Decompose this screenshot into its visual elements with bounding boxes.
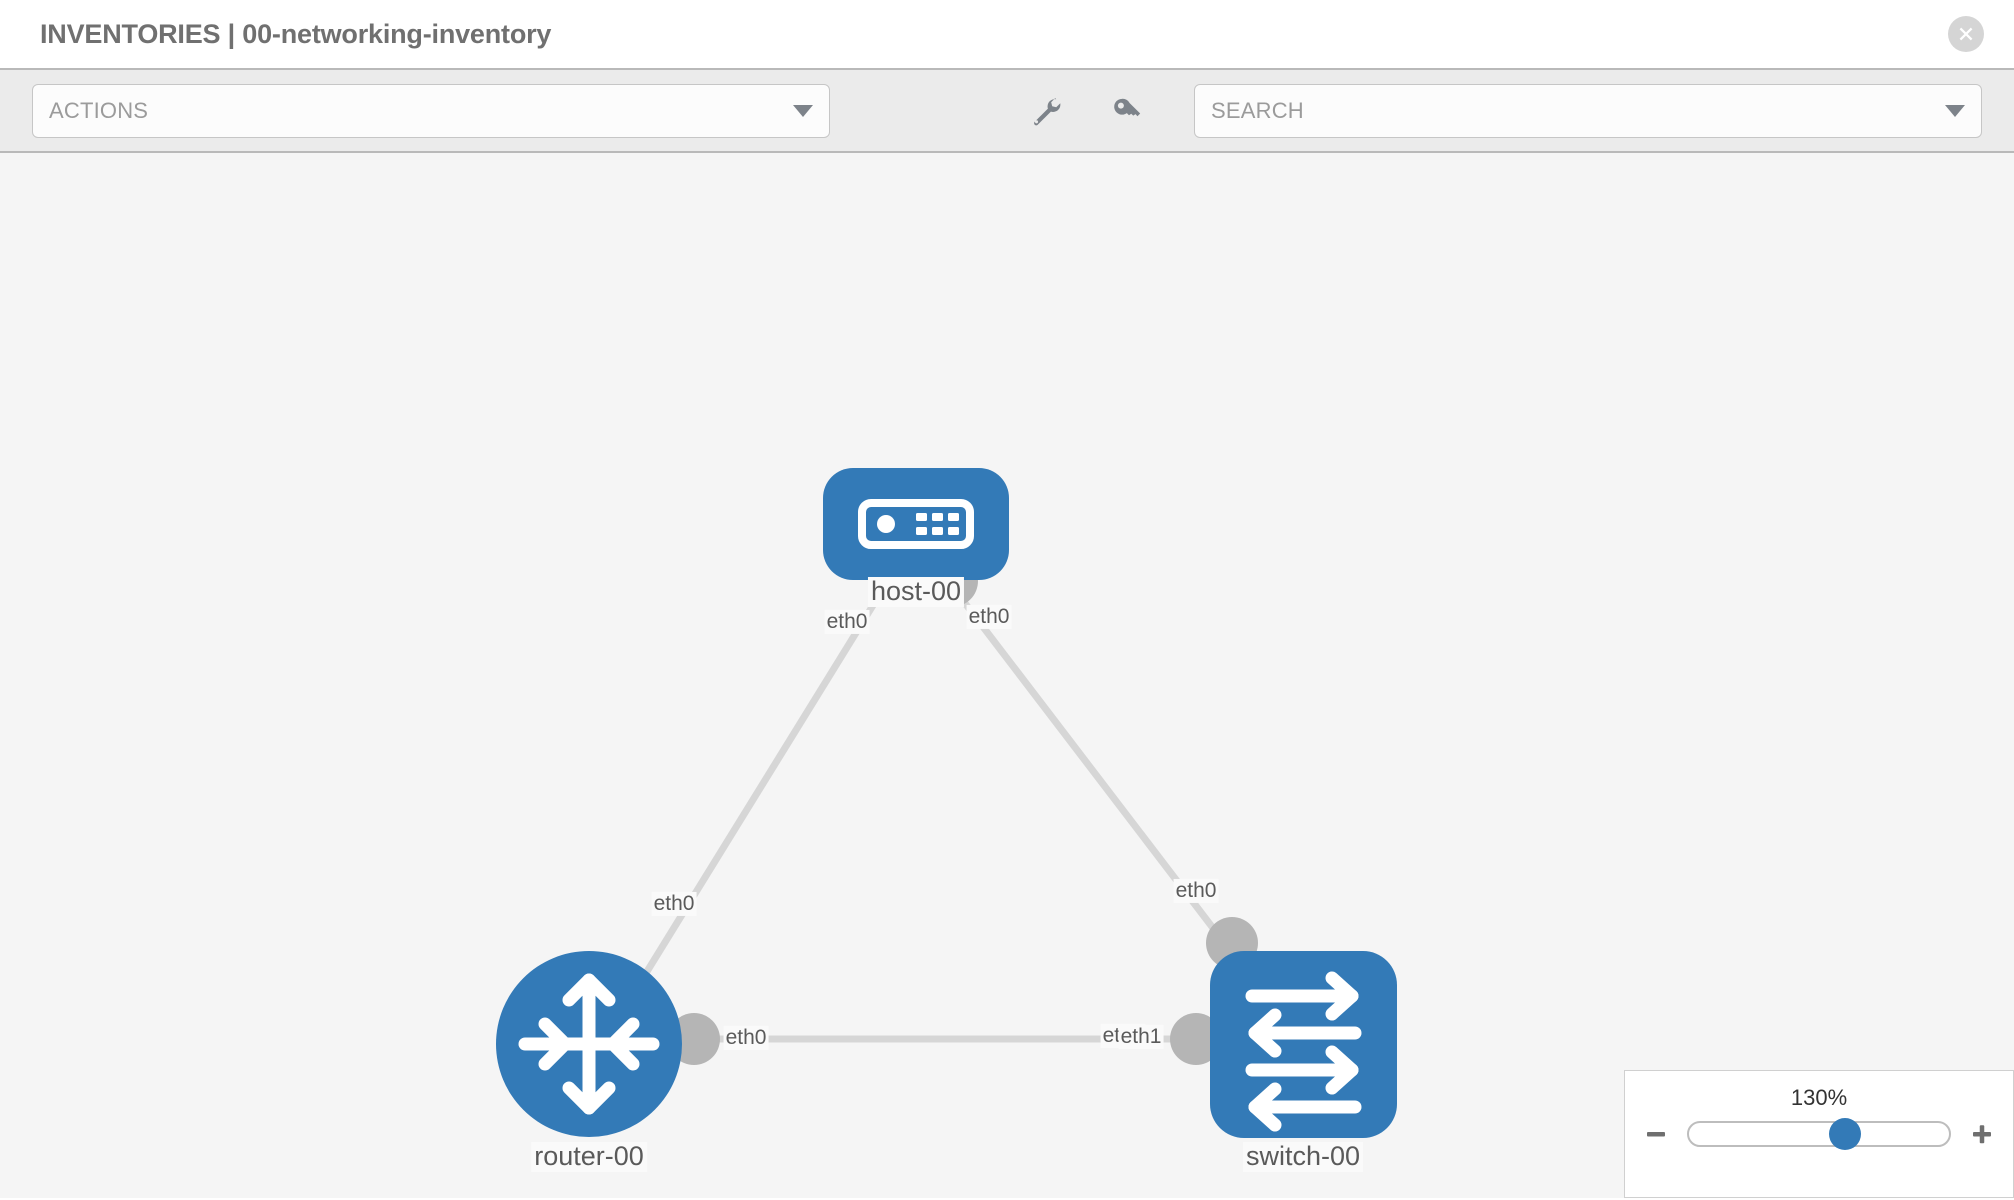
interface-connector [1170,1013,1222,1065]
zoom-slider-row [1625,1118,2013,1150]
node-label-host-00: host-00 [867,576,965,607]
interface-label: eth1 [1118,1024,1164,1050]
zoom-slider-thumb[interactable] [1829,1118,1861,1150]
zoom-in-button[interactable] [1969,1121,1995,1147]
search-input-placeholder: SEARCH [1210,97,1304,123]
node-host-00[interactable] [823,468,1009,580]
topology-graph [496,468,1397,1138]
zoom-out-button[interactable] [1643,1121,1669,1147]
interface-label: eth0 [651,891,697,917]
interface-label: eth0 [723,1025,769,1051]
zoom-slider-track[interactable] [1687,1118,1951,1150]
chevron-down-icon [792,104,813,117]
toolbar: ACTIONS SEARCH [0,68,2014,153]
zoom-control-panel: 130% [1624,1070,2014,1198]
interface-label: eth0 [824,609,870,635]
actions-dropdown[interactable]: ACTIONS [32,83,830,138]
chevron-down-icon [1945,104,1965,117]
link-host-router [627,579,891,1001]
topology-interface-connectors [668,555,1258,1065]
interface-label: eth0 [1173,878,1219,904]
zoom-level-label: 130% [1790,1085,1848,1110]
key-icon[interactable] [1106,91,1146,131]
wrench-icon[interactable] [1026,91,1066,131]
topology-links [627,578,1235,1043]
node-label-switch-00: switch-00 [1242,1141,1364,1172]
actions-dropdown-value: ACTIONS [49,97,149,123]
node-router-00[interactable] [496,951,682,1137]
node-switch-00[interactable] [1210,951,1397,1138]
search-input[interactable]: SEARCH [1193,83,1982,138]
page-title: INVENTORIES | 00-networking-inventory [40,18,552,49]
topology-canvas[interactable]: eth0 eth0 eth0 eth0 eth0 eth0 eth1 host-… [0,153,2014,1198]
close-icon[interactable] [1948,16,1984,52]
toolbar-icon-group [1026,91,1146,131]
interface-label: eth0 [966,604,1012,630]
node-label-router-00: router-00 [531,1141,647,1172]
page-header: INVENTORIES | 00-networking-inventory [0,0,2014,68]
